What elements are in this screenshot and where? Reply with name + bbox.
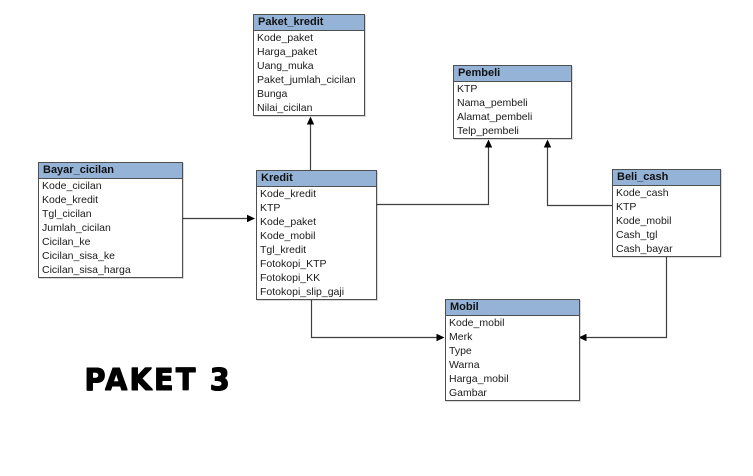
entity-title: Pembeli	[454, 66, 571, 82]
entity-field: Fotokopi_KK	[260, 272, 321, 284]
entity-field: Nama_pembeli	[457, 97, 528, 109]
entity-field: Warna	[449, 359, 480, 371]
entity-field: KTP	[457, 83, 478, 95]
connector-kredit-to-pembeli	[375, 139, 493, 206]
entity-field: Alamat_pembeli	[457, 111, 533, 123]
entity-field: KTP	[260, 202, 281, 214]
entity-pembeli: Pembeli KTP Nama_pembeli Alamat_pembeli …	[453, 65, 572, 139]
entity-field: Cash_tgl	[616, 229, 658, 241]
entity-beli-cash: Beli_cash Kode_cash KTP Kode_mobil Cash_…	[612, 169, 721, 257]
entity-field: Tgl_kredit	[260, 244, 307, 256]
connector-beli-cash-to-pembeli	[543, 139, 612, 207]
connector-kredit-to-mobil	[310, 300, 445, 342]
entity-field: Kode_paket	[257, 32, 314, 44]
entity-field: Kode_mobil	[616, 215, 672, 227]
diagram-caption: PAKET 3	[84, 361, 232, 397]
entity-field: Tgl_cicilan	[42, 208, 92, 220]
connector-beli-cash-to-mobil	[578, 257, 668, 342]
entity-title: Beli_cash	[613, 170, 720, 186]
entity-field: Jumlah_cicilan	[42, 222, 111, 234]
entity-field: Kode_mobil	[260, 230, 316, 242]
entity-field: Cicilan_ke	[42, 236, 91, 248]
entity-kredit: Kredit Kode_kredit KTP Kode_paket Kode_m…	[256, 170, 377, 300]
entity-field: KTP	[616, 201, 637, 213]
entity-field: Gambar	[449, 387, 487, 399]
entity-field: Uang_muka	[257, 60, 314, 72]
entity-field: Harga_mobil	[449, 373, 509, 385]
entity-title: Bayar_cicilan	[39, 163, 182, 179]
connector-kredit-to-paket-kredit	[306, 116, 315, 170]
entity-field: Kode_kredit	[42, 194, 99, 206]
entity-paket-kredit: Paket_kredit Kode_paket Harga_paket Uang…	[253, 14, 365, 116]
entity-mobil: Mobil Kode_mobil Merk Type Warna Harga_m…	[445, 299, 580, 401]
entity-field: Cicilan_sisa_ke	[42, 250, 115, 262]
entity-field: Cicilan_sisa_harga	[42, 264, 131, 276]
entity-field: Kode_cash	[616, 187, 669, 199]
entity-field: Fotokopi_KTP	[260, 258, 327, 270]
entity-title: Kredit	[257, 171, 376, 187]
entity-title: Mobil	[446, 300, 579, 316]
entity-bayar-cicilan: Bayar_cicilan Kode_cicilan Kode_kredit T…	[38, 162, 183, 278]
entity-field: Cash_bayar	[616, 243, 673, 255]
entity-field: Harga_paket	[257, 46, 318, 58]
entity-field: Nilai_cicilan	[257, 102, 313, 114]
entity-field: Fotokopi_slip_gaji	[260, 286, 345, 298]
entity-field: Merk	[449, 331, 473, 343]
entity-field: Type	[449, 345, 472, 357]
entity-field: Bunga	[257, 88, 288, 100]
entity-field: Telp_pembeli	[457, 125, 519, 137]
entity-field: Kode_kredit	[260, 188, 317, 200]
connector-bayar-cicilan-to-kredit	[181, 214, 255, 223]
entity-field: Kode_cicilan	[42, 180, 102, 192]
entity-field: Kode_mobil	[449, 317, 505, 329]
entity-field: Paket_jumlah_cicilan	[257, 74, 356, 86]
entity-field: Kode_paket	[260, 216, 317, 228]
entity-title: Paket_kredit	[254, 15, 364, 31]
